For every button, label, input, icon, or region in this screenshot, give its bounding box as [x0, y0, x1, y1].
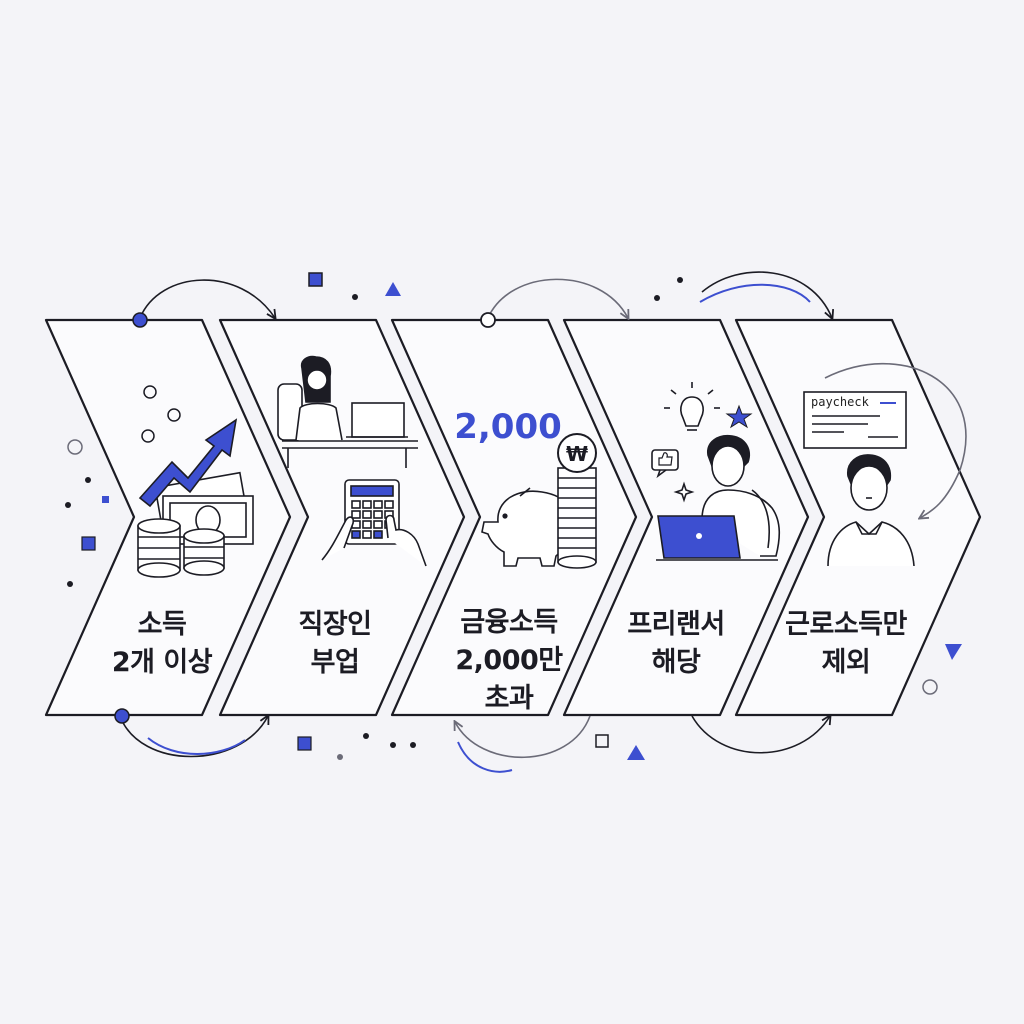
cycle-arrow-icon: [487, 278, 628, 318]
cycle-arrow-icon: [701, 271, 832, 318]
step5-illustration: [803, 391, 915, 567]
laptop-icon: [656, 515, 778, 561]
thumbs-up-icon: [651, 449, 679, 479]
step-label-4: 프리랜서 해당: [596, 606, 756, 682]
won-symbol: ₩: [566, 442, 588, 466]
cycle-arrow-icon: [691, 716, 830, 754]
star-icon: [725, 404, 753, 429]
step-label-5: 근로소득만 제외: [766, 606, 926, 682]
person-icon: [701, 434, 781, 557]
calculator-icon: [321, 479, 427, 567]
step-label-3: 금융소득 2,000만 초과: [429, 604, 589, 718]
step2-illustration: [277, 355, 427, 567]
cycle-arrow-icon: [119, 716, 268, 758]
coin-stack-icon: [137, 518, 225, 578]
trend-arrow-icon: [138, 418, 238, 508]
step-label-line: 직장인: [298, 609, 372, 640]
step-label-2: 직장인 부업: [255, 606, 415, 682]
amount-label: 2,000: [454, 407, 562, 447]
office-worker-icon: [277, 355, 418, 468]
step-label-line: 근로소득만: [785, 609, 907, 640]
paycheck-icon: [803, 391, 907, 449]
cycle-arrow-icon: [824, 362, 967, 518]
cycle-arrow-icon: [455, 715, 591, 759]
step-label-1: 소득 2개 이상: [82, 606, 242, 682]
step-label-line: 소득: [137, 609, 187, 640]
step-label-line: 초과: [484, 683, 534, 714]
step-label-line: 제외: [821, 647, 871, 678]
cycle-arrow-icon: [139, 279, 275, 318]
person-icon: [827, 454, 915, 567]
won-coin-icon: [557, 433, 597, 473]
step-label-line: 프리랜서: [627, 609, 725, 640]
paycheck-label: paycheck: [811, 395, 869, 409]
step3-illustration: [481, 433, 597, 569]
chevron-step-5: [734, 318, 982, 717]
lightbulb-icon: [664, 382, 720, 431]
sparkle-icon: [673, 481, 695, 503]
decorations: [65, 272, 962, 760]
step-label-line: 2개 이상: [111, 647, 213, 678]
step-label-line: 2,000만: [455, 645, 563, 676]
step1-illustration: [137, 418, 254, 578]
step-label-line: 부업: [310, 647, 360, 678]
coin-stack-icon: [557, 467, 597, 569]
step-label-line: 해당: [651, 647, 701, 678]
step4-illustration: [651, 382, 781, 561]
step-label-line: 금융소득: [460, 607, 558, 638]
